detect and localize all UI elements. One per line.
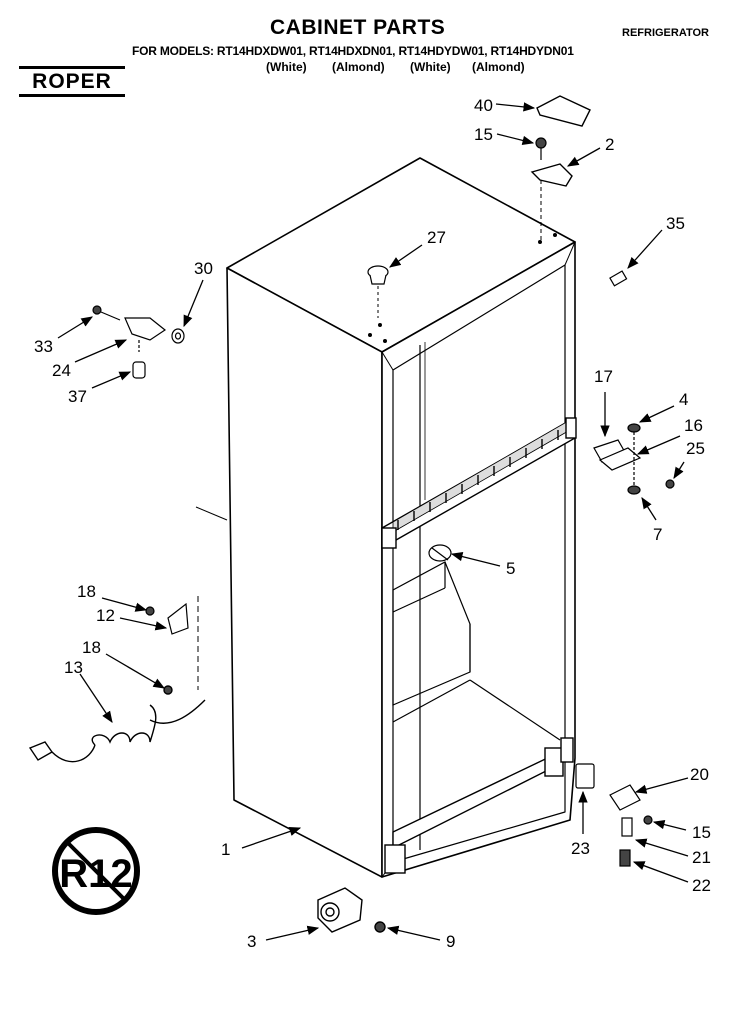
brand-name: ROPER: [32, 70, 112, 93]
brand-rule-bottom: [19, 94, 125, 97]
callout-1: 1: [221, 840, 230, 859]
callout-23: 23: [571, 839, 590, 858]
door-stop-part: [609, 270, 628, 287]
callout-2: 2: [605, 135, 614, 154]
callout-9: 9: [446, 932, 455, 951]
divider-rail: [381, 416, 577, 550]
brand-rule-top: [19, 66, 125, 69]
callout-40: 40: [474, 96, 493, 115]
callout-33: 33: [34, 337, 53, 356]
callout-3: 3: [247, 932, 256, 951]
callout-37: 37: [68, 387, 87, 406]
roller-assembly-part: [317, 887, 386, 933]
model-color-4: (Almond): [472, 60, 525, 74]
callout-25: 25: [686, 439, 705, 458]
callout-22: 22: [692, 876, 711, 895]
models-line: FOR MODELS: RT14HDXDW01, RT14HDXDN01, RT…: [132, 44, 574, 58]
r12-text: R12: [59, 852, 132, 896]
brand-logo: ROPER: [19, 66, 125, 97]
hinge-cover-part: [536, 95, 591, 127]
page-title: CABINET PARTS: [270, 16, 446, 39]
top-hinge-part: [530, 163, 573, 187]
callout-7: 7: [653, 525, 662, 544]
callout-35: 35: [666, 214, 685, 233]
callout-17: 17: [594, 367, 613, 386]
callout-5: 5: [506, 559, 515, 578]
model-color-1: (White): [266, 60, 307, 74]
model-color-3: (White): [410, 60, 451, 74]
door-hinge-pin-assembly: [92, 305, 185, 379]
top-mounting-holes: [368, 233, 557, 343]
leader-lines: [57, 102, 689, 941]
top-hinge-screw-part: [535, 137, 547, 160]
callout-15-bottom: 15: [692, 823, 711, 842]
callout-18-lower: 18: [82, 638, 101, 657]
top-hole-plug-part: [367, 265, 389, 285]
middle-hinge-assembly: [593, 423, 675, 495]
callout-20: 20: [690, 765, 709, 784]
callout-15-top: 15: [474, 125, 493, 144]
callout-4: 4: [679, 390, 688, 409]
appliance-category: REFRIGERATOR: [622, 27, 709, 39]
callout-30: 30: [194, 259, 213, 278]
callout-18-upper: 18: [77, 582, 96, 601]
interior-liner: [392, 561, 561, 741]
cord-guide-top: [195, 506, 228, 521]
callout-12: 12: [96, 606, 115, 625]
callout-21: 21: [692, 848, 711, 867]
model-color-2: (Almond): [332, 60, 385, 74]
power-cord-part: [28, 685, 206, 763]
bottom-rail: [384, 737, 574, 874]
callout-13: 13: [64, 658, 83, 677]
refrigerant-r12-mark: R12: [52, 827, 140, 915]
callout-27: 27: [427, 228, 446, 247]
cord-clamp-part: [145, 602, 189, 635]
callout-labels: 40 15 2 27 35 30 33 24 37 17 4 16 25 7 5…: [34, 96, 711, 951]
callout-16: 16: [684, 416, 703, 435]
mullion-plug-part: [428, 544, 452, 562]
bottom-hinge-assembly: [575, 763, 653, 867]
callout-24: 24: [52, 361, 71, 380]
